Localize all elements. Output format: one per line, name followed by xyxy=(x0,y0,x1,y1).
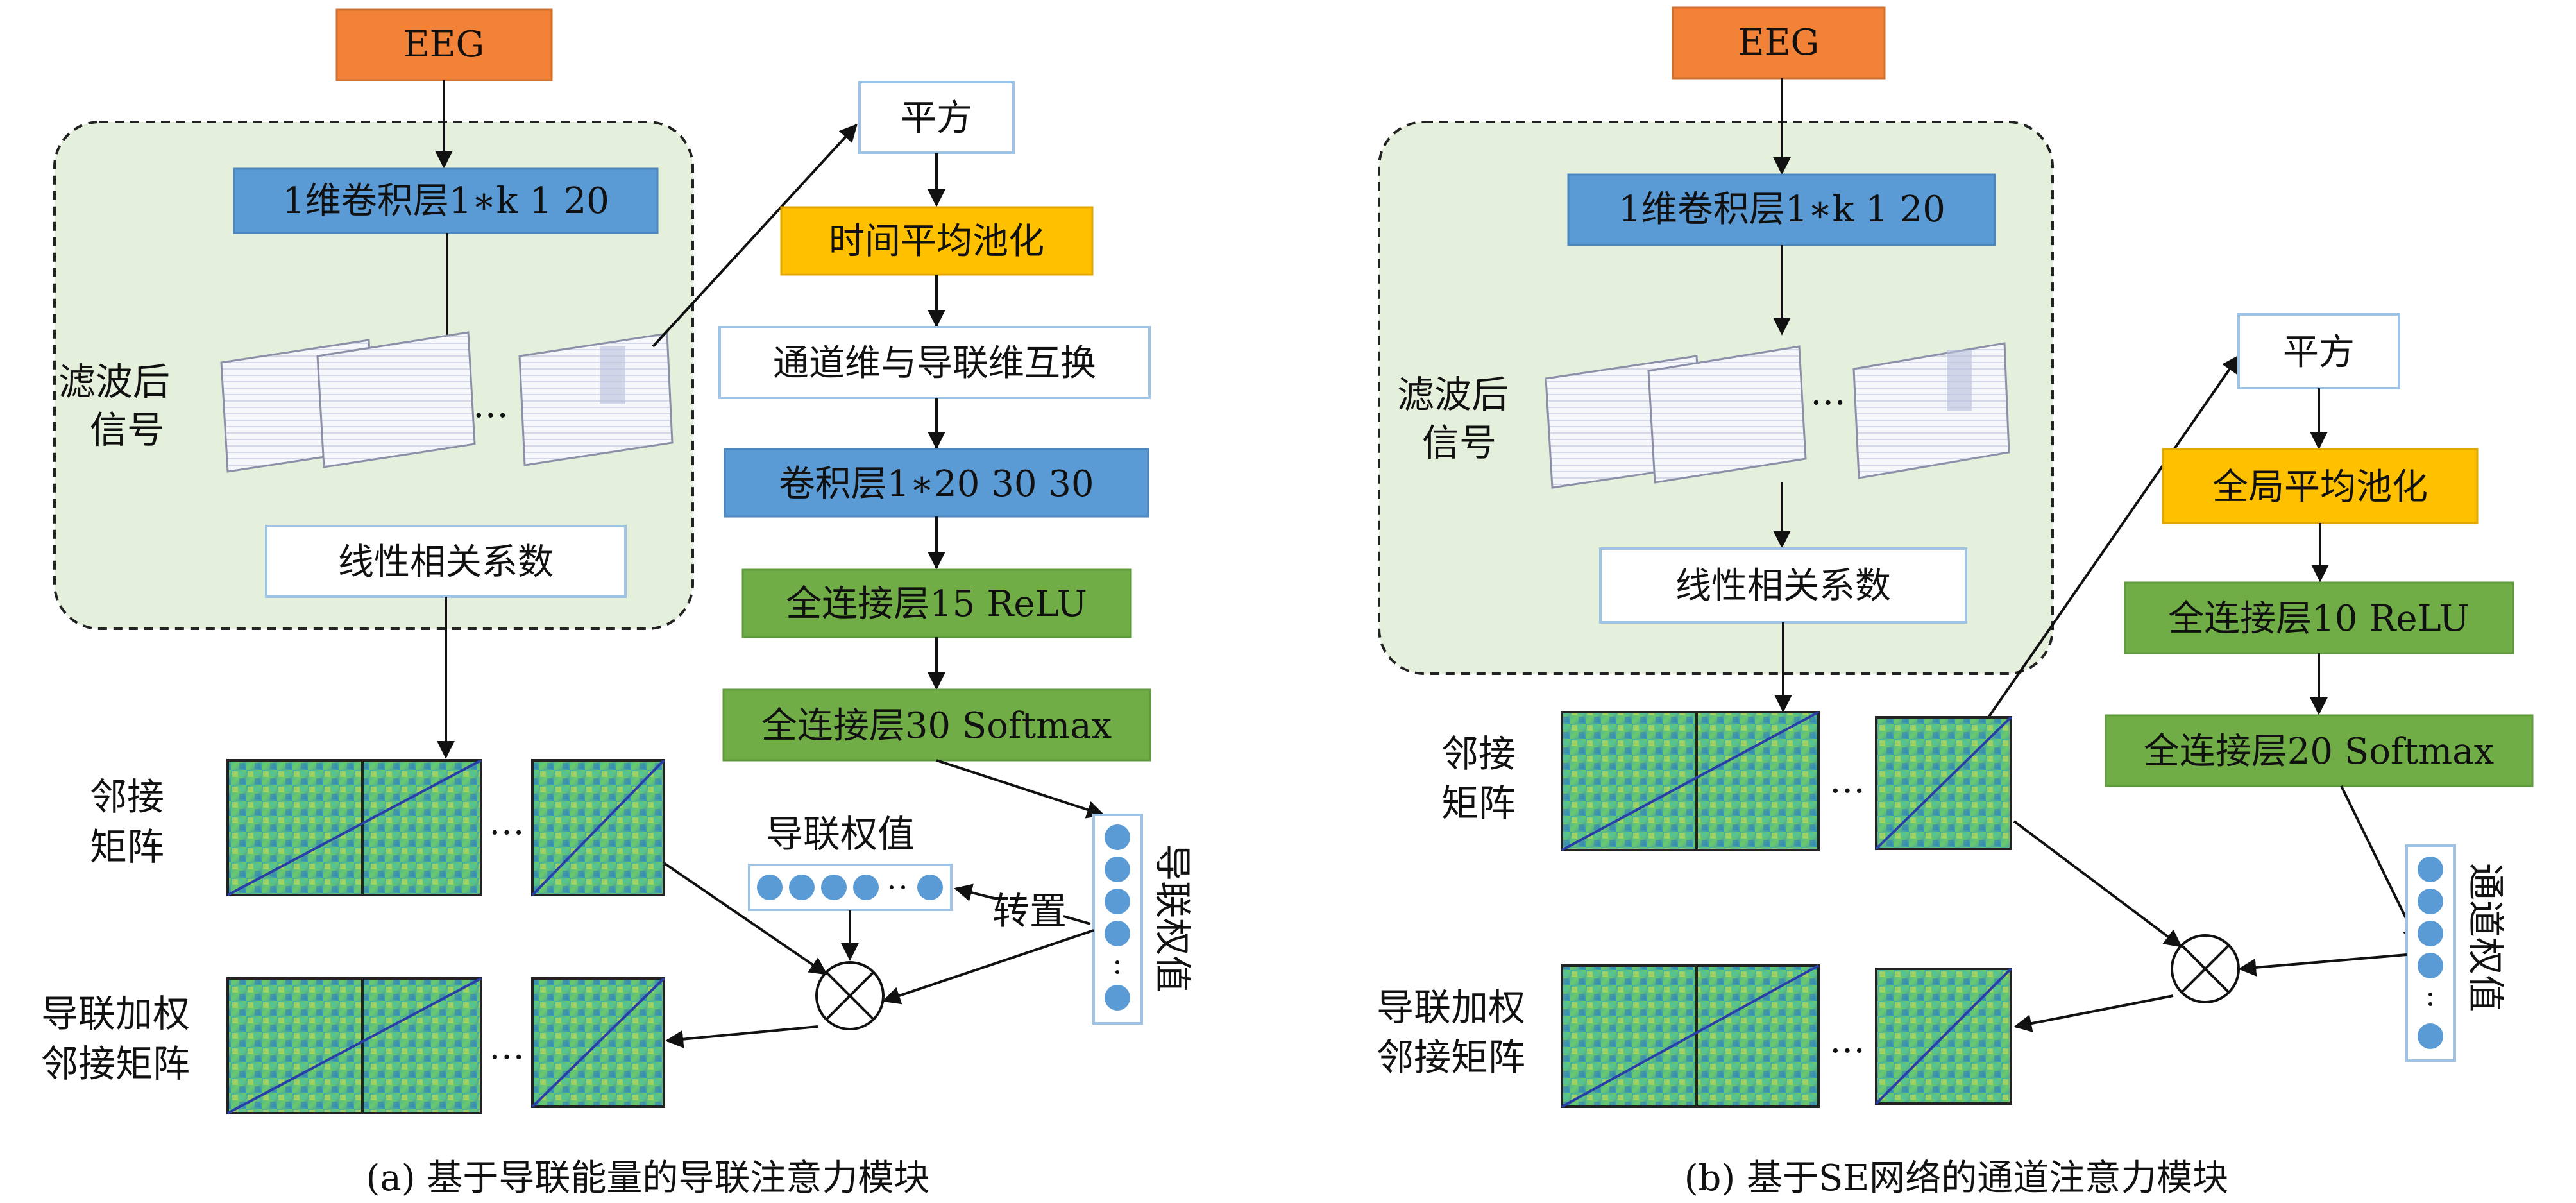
signals-ellipsis-b: … xyxy=(1810,371,1846,413)
adj-label-a-2: 矩阵 xyxy=(90,825,164,869)
corr-label-b: 线性相关系数 xyxy=(1675,565,1891,607)
filtered-label-b-2: 信号 xyxy=(1422,421,1496,465)
conv1d-label-b: 1维卷积层1∗k 1 20 xyxy=(1618,189,1945,230)
square-box-b xyxy=(2237,313,2400,389)
global-pool-label-b: 全局平均池化 xyxy=(2212,466,2428,508)
multiply-node-b xyxy=(2171,934,2240,1003)
adj-ellipsis-b: … xyxy=(1829,760,1865,801)
corr-label-a: 线性相关系数 xyxy=(338,542,554,583)
square-label-b: 平方 xyxy=(2283,332,2355,373)
conv2-label-a: 卷积层1∗20 30 30 xyxy=(779,463,1094,505)
lead-weight-label-horizontal: 导联权值 xyxy=(766,812,915,856)
weighted-label-b-2: 邻接矩阵 xyxy=(1377,1036,1525,1079)
eeg-box-b xyxy=(1672,6,1886,80)
global-pool-box-b xyxy=(2162,448,2479,524)
signals-ellipsis-a: … xyxy=(473,384,509,426)
adj-label-a-1: 邻接 xyxy=(90,775,164,819)
square-label-a: 平方 xyxy=(901,98,972,139)
time-pool-box-a xyxy=(780,206,1094,276)
fc1-box-a xyxy=(741,568,1132,638)
adj-ellipsis-a: … xyxy=(489,801,525,843)
fc1-label-b: 全连接层10 ReLU xyxy=(2168,598,2470,640)
eeg-label-a: EEG xyxy=(403,24,485,65)
channel-weight-nodes xyxy=(2418,857,2443,1049)
lead-weight-nodes-vertical xyxy=(1105,824,1130,1011)
filtered-label-a-1: 滤波后 xyxy=(58,360,170,404)
filtered-label-b-1: 滤波后 xyxy=(1397,373,1509,416)
panel-b: EEG 1维卷积层1∗k 1 20 … 滤波后 信号 线性相关系数 平方 全局平… xyxy=(1377,6,2534,1199)
weighted-matrices-b xyxy=(1561,964,2012,1108)
swap-box-a xyxy=(718,326,1151,399)
adjacency-matrices-a xyxy=(226,759,665,896)
fc2-label-b: 全连接层20 Softmax xyxy=(2144,731,2494,772)
adjacency-matrices-b xyxy=(1561,711,2012,851)
lead-weight-nodes-horizontal xyxy=(757,875,943,900)
channel-weight-label: 通道权值 xyxy=(2464,863,2507,1012)
filtered-signals-b xyxy=(1545,342,2010,489)
filtered-label-a-2: 信号 xyxy=(90,408,164,452)
multiply-node-a xyxy=(815,961,885,1030)
conv2-box-a xyxy=(724,448,1149,518)
adj-label-b-2: 矩阵 xyxy=(1441,781,1516,825)
fc2-box-a xyxy=(722,688,1151,762)
fc1-box-b xyxy=(2124,581,2514,654)
swap-label-a: 通道维与导联维互换 xyxy=(773,343,1096,384)
square-box-a xyxy=(858,81,1015,154)
eeg-box-a xyxy=(335,8,553,81)
panel-a: EEG 1维卷积层1∗k 1 20 … 滤波后 信号 线性相关系数 平方 时间平… xyxy=(41,8,1194,1199)
eeg-label-b: EEG xyxy=(1738,22,1820,64)
transpose-label: 转置 xyxy=(992,889,1067,933)
adj-label-b-1: 邻接 xyxy=(1441,732,1516,776)
fc2-box-b xyxy=(2105,714,2534,787)
weighted-label-b-1: 导联加权 xyxy=(1377,985,1525,1029)
weighted-ellipsis-a: … xyxy=(489,1026,525,1068)
weighted-ellipsis-b: … xyxy=(1829,1020,1865,1061)
caption-b: (b) 基于SE网络的通道注意力模块 xyxy=(1684,1157,2229,1199)
caption-a: (a) 基于导联能量的导联注意力模块 xyxy=(366,1157,930,1199)
time-pool-label-a: 时间平均池化 xyxy=(829,221,1044,262)
fc1-label-a: 全连接层15 ReLU xyxy=(786,583,1087,625)
weighted-matrices-a xyxy=(226,977,665,1114)
filtered-signals-a xyxy=(220,331,674,473)
conv1d-box-b xyxy=(1567,173,1996,246)
fc2-label-a: 全连接层30 Softmax xyxy=(761,705,1112,747)
corr-box-a xyxy=(265,525,627,598)
lead-weight-label-vertical: 导联权值 xyxy=(1151,844,1194,993)
weighted-label-a-2: 邻接矩阵 xyxy=(41,1042,190,1086)
weighted-label-a-1: 导联加权 xyxy=(41,992,190,1036)
conv1d-label-a: 1维卷积层1∗k 1 20 xyxy=(282,180,609,222)
